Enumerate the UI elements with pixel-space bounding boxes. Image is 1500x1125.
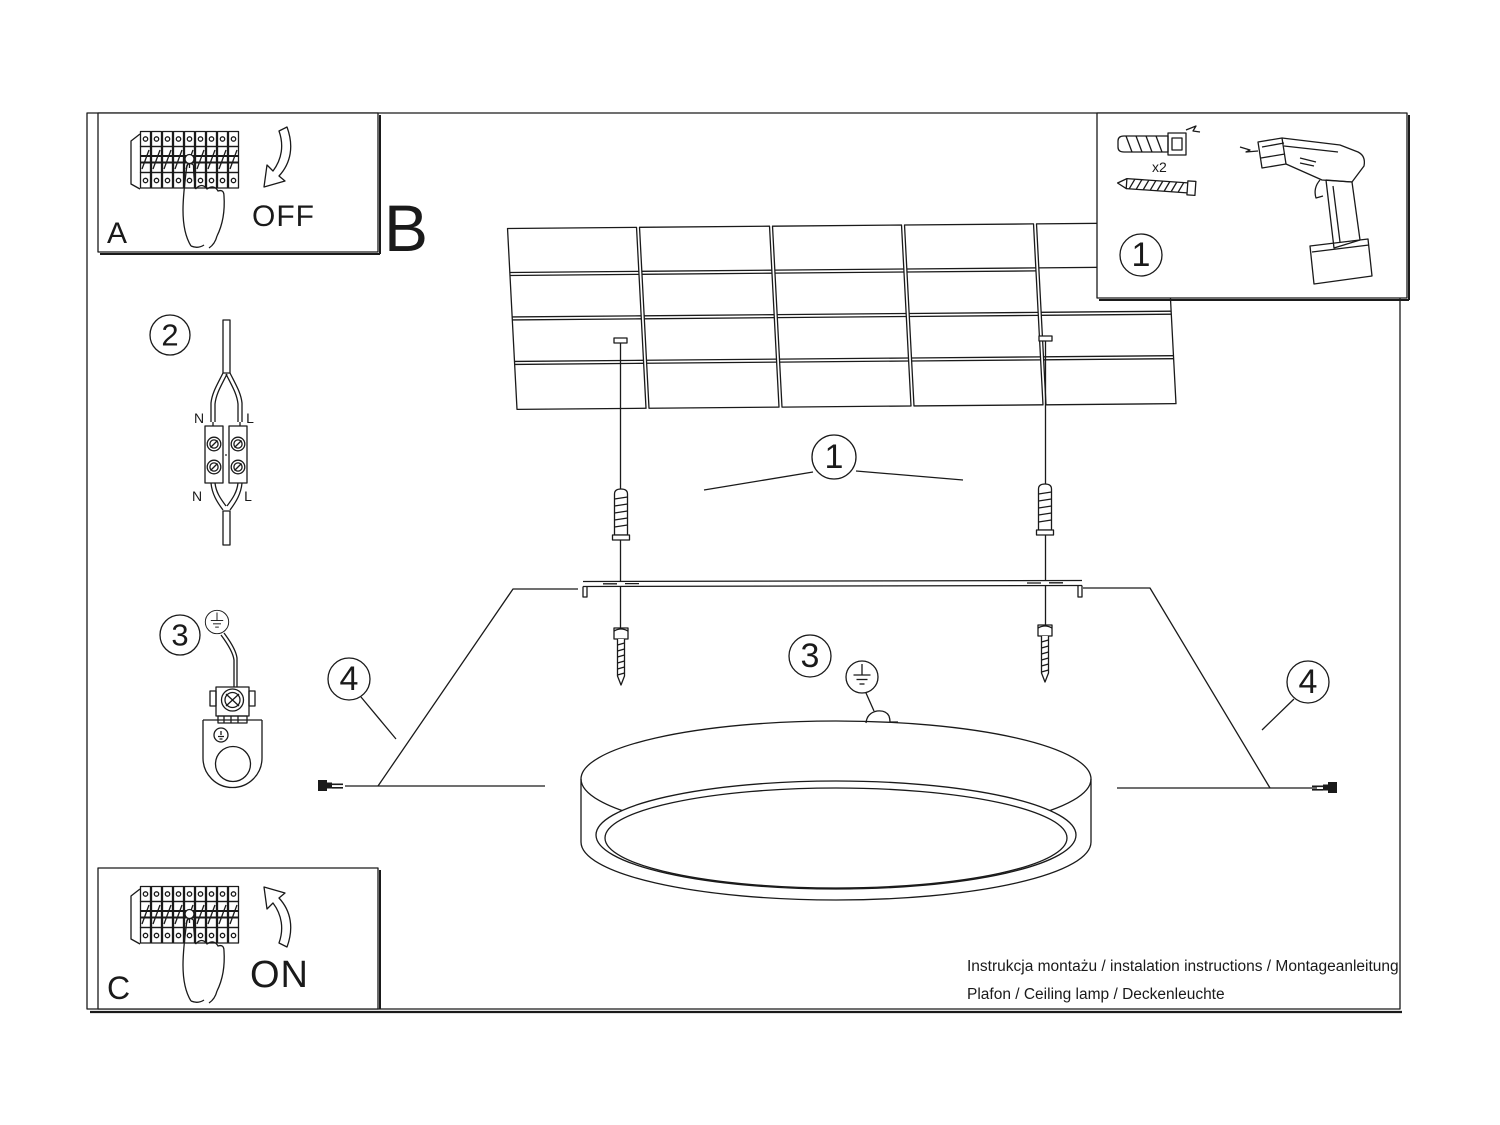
bracket-end-plate	[202, 719, 263, 789]
ground-tab	[865, 710, 898, 724]
wire-label-neutral-bottom: N	[192, 488, 202, 504]
wire-label-neutral-top: N	[194, 410, 204, 426]
callout-step4-right-number: 4	[1299, 663, 1318, 701]
wire-connector-figure: 2 N L N L	[149, 314, 254, 546]
panel-a-state-label: OFF	[252, 200, 315, 233]
arrow-down-icon	[263, 126, 292, 188]
wire-label-line-bottom: L	[244, 488, 252, 504]
callout-step4-right: 4	[1261, 660, 1330, 731]
right-anchor-line	[1035, 335, 1055, 683]
side-screw-icon-left	[318, 780, 343, 791]
wall-plug-icon-left	[611, 488, 631, 541]
callout-step4-left-number: 4	[340, 660, 359, 698]
quantity-label: x2	[1152, 159, 1167, 175]
cable-bottom	[222, 510, 231, 546]
callout-step1-main-number: 1	[825, 438, 844, 476]
panel-c-label: C	[107, 970, 130, 1006]
kit-panel: x2 1	[1096, 112, 1410, 301]
drill-icon	[1239, 137, 1373, 285]
terminal-block-icon	[204, 425, 248, 484]
footer-line-1: Instrukcja montażu / instalation instruc…	[967, 958, 1399, 975]
left-anchor-line	[611, 337, 631, 686]
section-b-label: B	[384, 191, 428, 265]
plate-hole	[214, 745, 252, 783]
insert-arrow	[1185, 125, 1201, 133]
wire-label-line-top: L	[246, 410, 254, 426]
panel-a-label: A	[107, 217, 127, 250]
ceiling-hole-right	[1038, 335, 1053, 342]
ground-terminal-figure: 3	[159, 609, 263, 789]
footer: Instrukcja montażu / instalation instruc…	[967, 958, 1399, 1003]
ceiling-hole-left	[613, 337, 628, 344]
ceiling-grid	[506, 222, 1177, 411]
callout-step3-main: 3	[788, 634, 879, 712]
panel-c-state-label: ON	[250, 954, 309, 996]
side-screw-icon-right	[1312, 782, 1337, 793]
ceiling-lamp	[580, 710, 1092, 901]
footer-line-2: Plafon / Ceiling lamp / Deckenleuchte	[967, 986, 1225, 1003]
cable-top	[222, 319, 231, 374]
callout-step4-left: 4	[327, 657, 397, 740]
panel-c: C ON	[97, 867, 381, 1010]
screw-icon-kit	[1116, 177, 1197, 197]
callout-step1-main: 1	[703, 434, 964, 491]
plate-ground-screw	[213, 727, 229, 743]
projection-lines	[318, 587, 1337, 793]
mounting-bracket	[582, 579, 1083, 598]
callout-step3-left-number: 3	[171, 618, 188, 653]
callout-step2-number: 2	[161, 318, 178, 353]
wall-plug-icon-right	[1035, 483, 1055, 536]
panel-a: A OFF	[97, 112, 381, 255]
arrow-up-icon	[263, 886, 292, 948]
wall-plug-icon-kit	[1117, 125, 1201, 156]
kit-step-number: 1	[1132, 236, 1151, 274]
callout-step3-main-number: 3	[801, 637, 820, 675]
